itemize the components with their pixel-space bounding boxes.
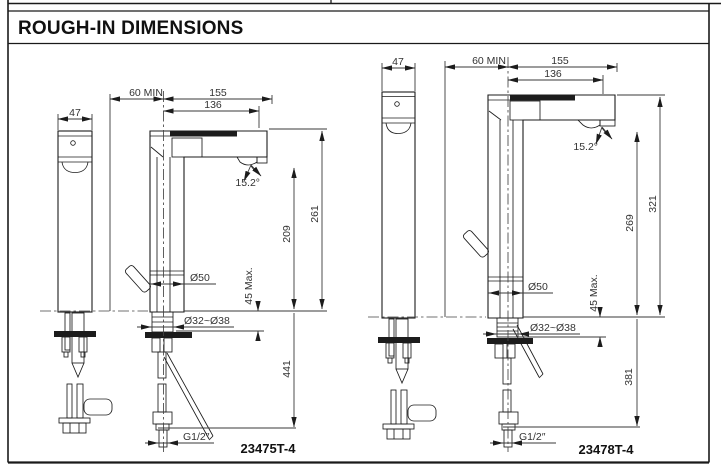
dim-spray-angle: 15.2° — [573, 141, 598, 153]
aerator — [236, 156, 258, 166]
dim-deck-thickness: 45 Max. — [243, 267, 255, 304]
right-drawing: 47 60 MIN 155 136 15.2° 321 269 381 45 M… — [368, 55, 665, 457]
dim-spray-angle: 15.2° — [235, 177, 260, 189]
dim-spout-reach: 136 — [204, 99, 222, 111]
left-side-view — [54, 130, 113, 434]
right-side-view — [378, 91, 437, 440]
handle-lever — [510, 95, 575, 101]
dim-spout-overall: 155 — [209, 87, 227, 99]
page-frame: ROUGH-IN DIMENSIONS — [7, 0, 721, 464]
model-label: 23475T-4 — [241, 441, 297, 456]
right-dimensions: 47 60 MIN 155 136 15.2° 321 269 381 45 M… — [381, 55, 663, 457]
dim-wall-min: 60 MIN — [129, 87, 163, 99]
left-dimensions: 47 60 MIN 155 136 15.2° 261 209 441 45 M… — [57, 87, 325, 456]
dim-deck-thickness: 45 Max. — [588, 274, 600, 311]
dim-mount-hole: Ø32~Ø38 — [184, 315, 230, 327]
aerator — [576, 119, 601, 129]
dim-wall-min: 60 MIN — [472, 55, 506, 67]
left-front-view — [125, 130, 268, 448]
dim-height-spout: 269 — [624, 214, 636, 232]
dim-height-spout: 209 — [281, 225, 293, 243]
dim-height-overall: 321 — [647, 195, 659, 213]
dim-length-total: 381 — [623, 368, 635, 386]
dim-supply-thread: G1/2″ — [519, 431, 546, 443]
right-reference-lines — [368, 57, 665, 452]
model-label: 23478T-4 — [579, 442, 635, 457]
dim-side-width: 47 — [69, 107, 81, 119]
dim-side-width: 47 — [392, 56, 404, 68]
handle-lever — [170, 131, 237, 137]
handle-open-position — [125, 265, 151, 293]
supply-hose — [166, 352, 214, 437]
dim-spout-reach: 136 — [544, 68, 562, 80]
dim-height-overall: 261 — [309, 205, 321, 223]
dim-spout-overall: 155 — [551, 55, 569, 67]
left-drawing: 47 60 MIN 155 136 15.2° 261 209 441 45 M… — [40, 87, 327, 456]
dim-mount-hole: Ø32~Ø38 — [530, 322, 576, 334]
dim-body-diameter: Ø50 — [190, 272, 210, 284]
dim-body-diameter: Ø50 — [528, 281, 548, 293]
dim-supply-thread: G1/2″ — [183, 431, 210, 443]
dim-length-total: 441 — [281, 360, 293, 378]
popup-knob — [83, 398, 113, 416]
handle-open-position — [463, 230, 489, 258]
popup-knob — [407, 404, 437, 422]
page-title: ROUGH-IN DIMENSIONS — [18, 18, 243, 39]
